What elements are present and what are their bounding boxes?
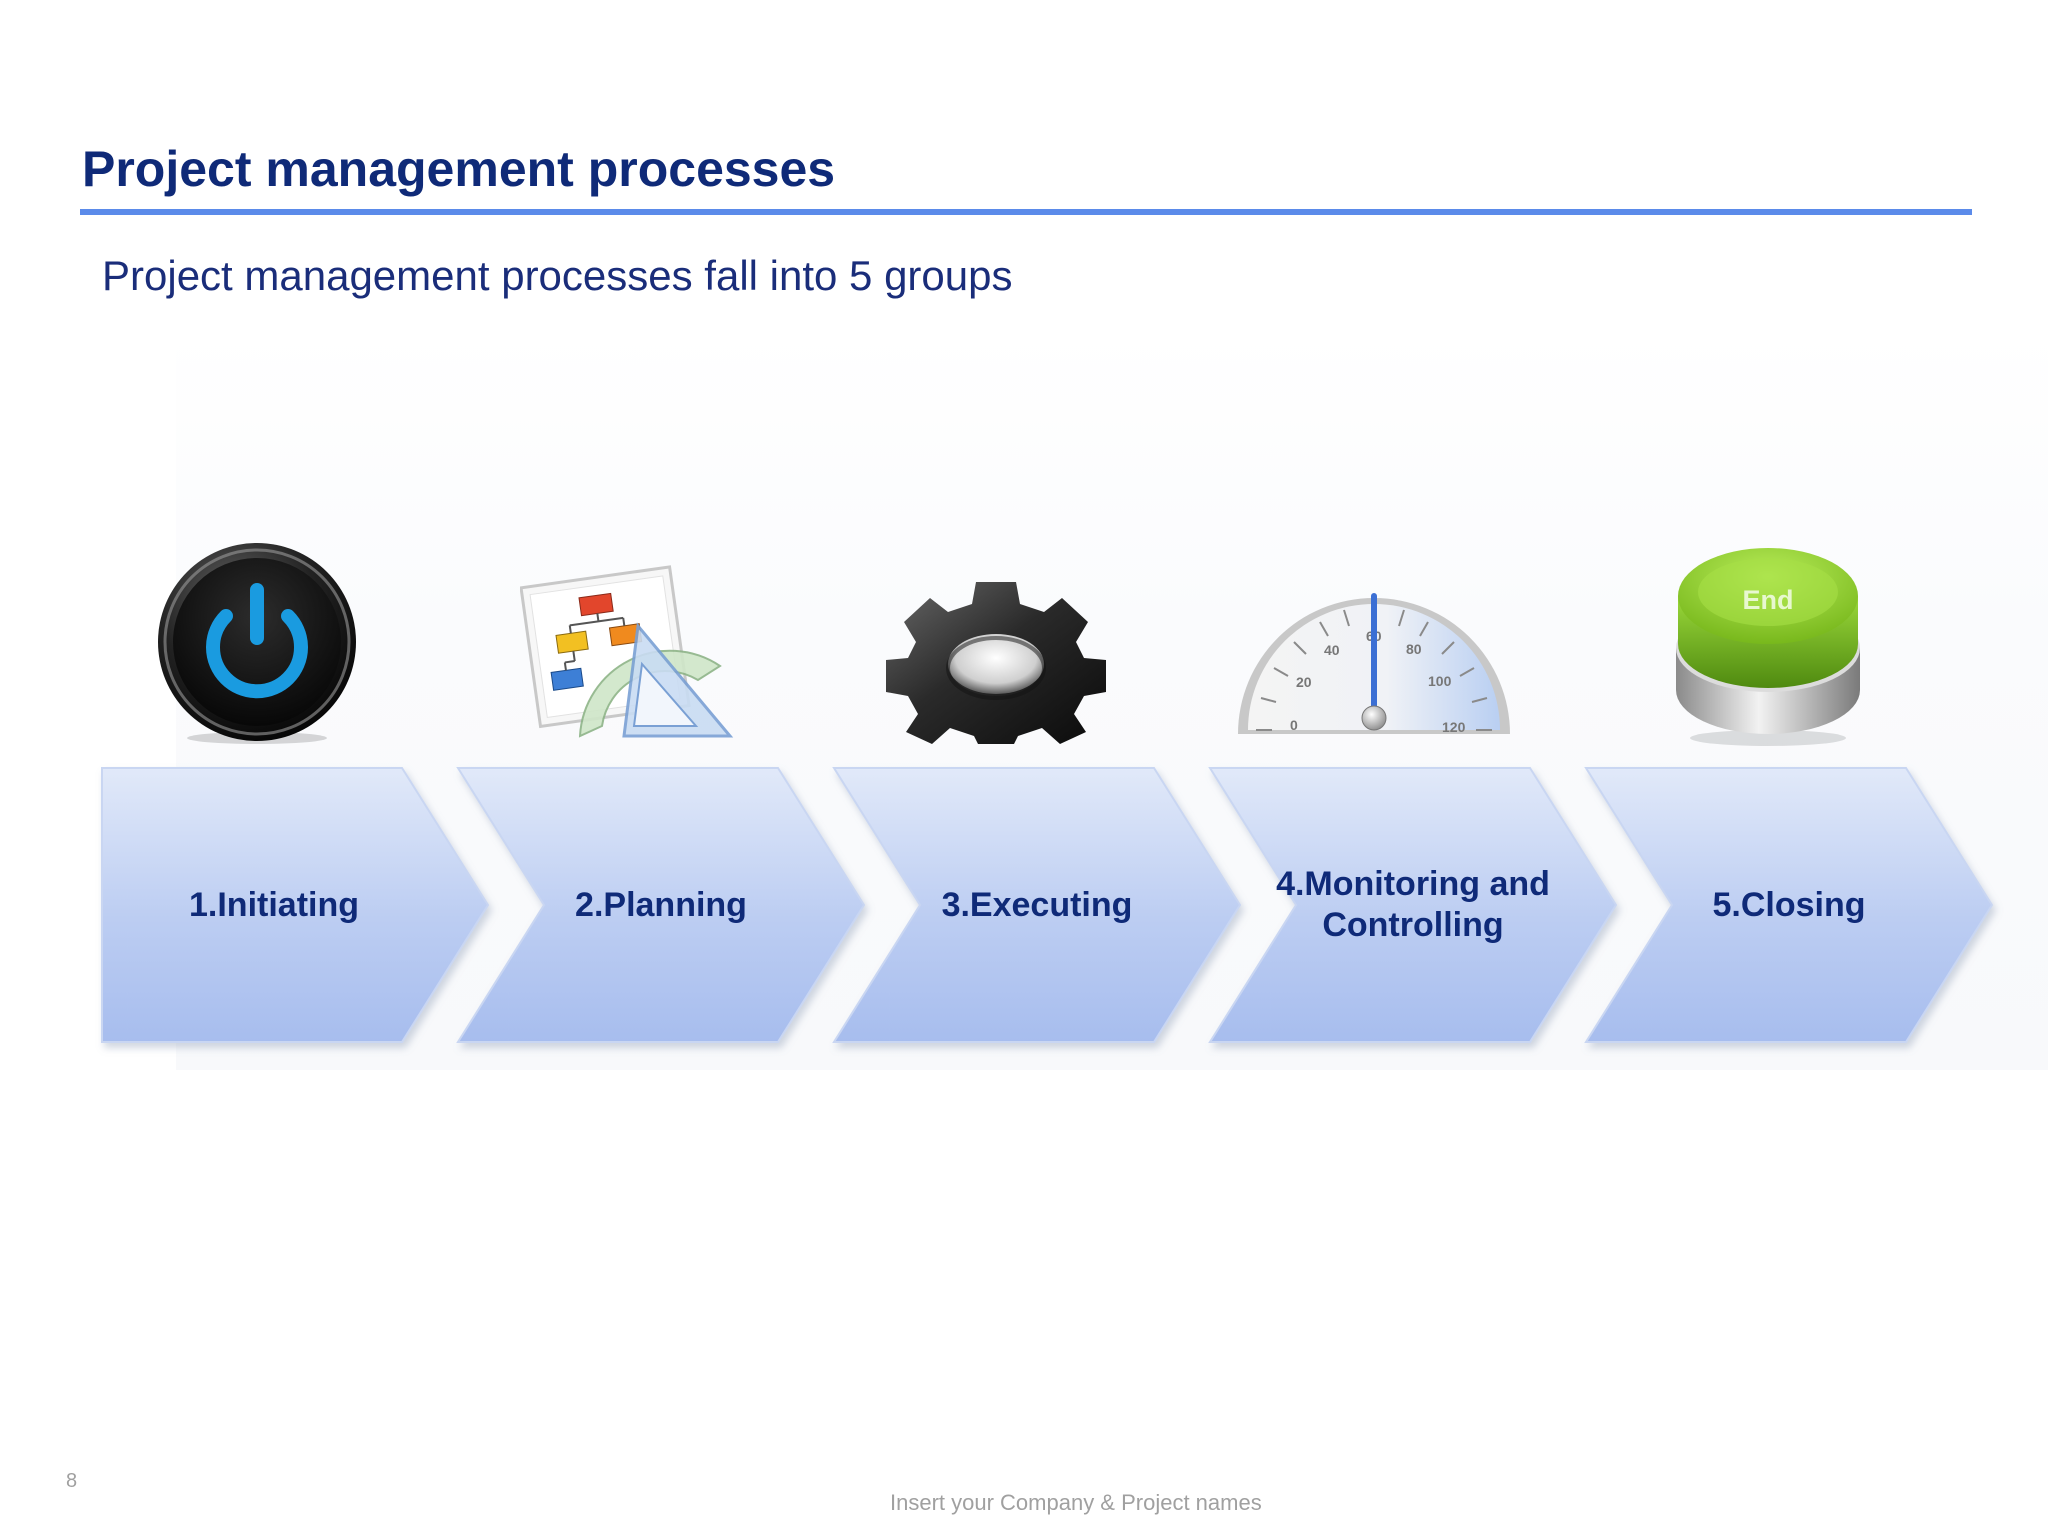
chevron-executing [832, 767, 1242, 1043]
stage-label-planning: 2.Planning [575, 885, 747, 924]
chevron-closing [1584, 767, 1994, 1043]
speedometer-gauge-icon: 0 20 40 60 80 100 120 [1238, 593, 1510, 735]
chevron-monitoring [1208, 767, 1618, 1043]
stage-label-closing: 5.Closing [1712, 885, 1866, 924]
chevron-planning [456, 767, 866, 1043]
gauge-tick-0: 0 [1290, 717, 1298, 733]
slide-title: Project management processes [82, 141, 836, 197]
stage-label-monitoring: 4.Monitoring and Controlling [1276, 865, 1550, 944]
title-underline [80, 209, 1972, 215]
gauge-tick-40: 40 [1324, 642, 1340, 658]
stage-label-executing: 3.Executing [941, 885, 1133, 924]
flowchart-ruler-icon [520, 565, 734, 738]
stage-label-initiating: 1.Initiating [189, 885, 359, 924]
gauge-tick-20: 20 [1296, 674, 1312, 690]
power-button-icon [158, 543, 356, 744]
footer-text: Insert your Company & Project names [890, 1490, 1262, 1515]
end-button-label: End [1743, 585, 1794, 615]
gauge-tick-120: 120 [1442, 719, 1466, 735]
gauge-tick-100: 100 [1428, 673, 1452, 689]
gear-icon [886, 582, 1106, 744]
slide-subtitle: Project management processes fall into 5… [102, 252, 1013, 299]
end-button-icon: End [1676, 548, 1860, 746]
page-number: 8 [66, 1470, 78, 1492]
chevron-initiating [101, 767, 490, 1043]
gauge-tick-80: 80 [1406, 641, 1422, 657]
